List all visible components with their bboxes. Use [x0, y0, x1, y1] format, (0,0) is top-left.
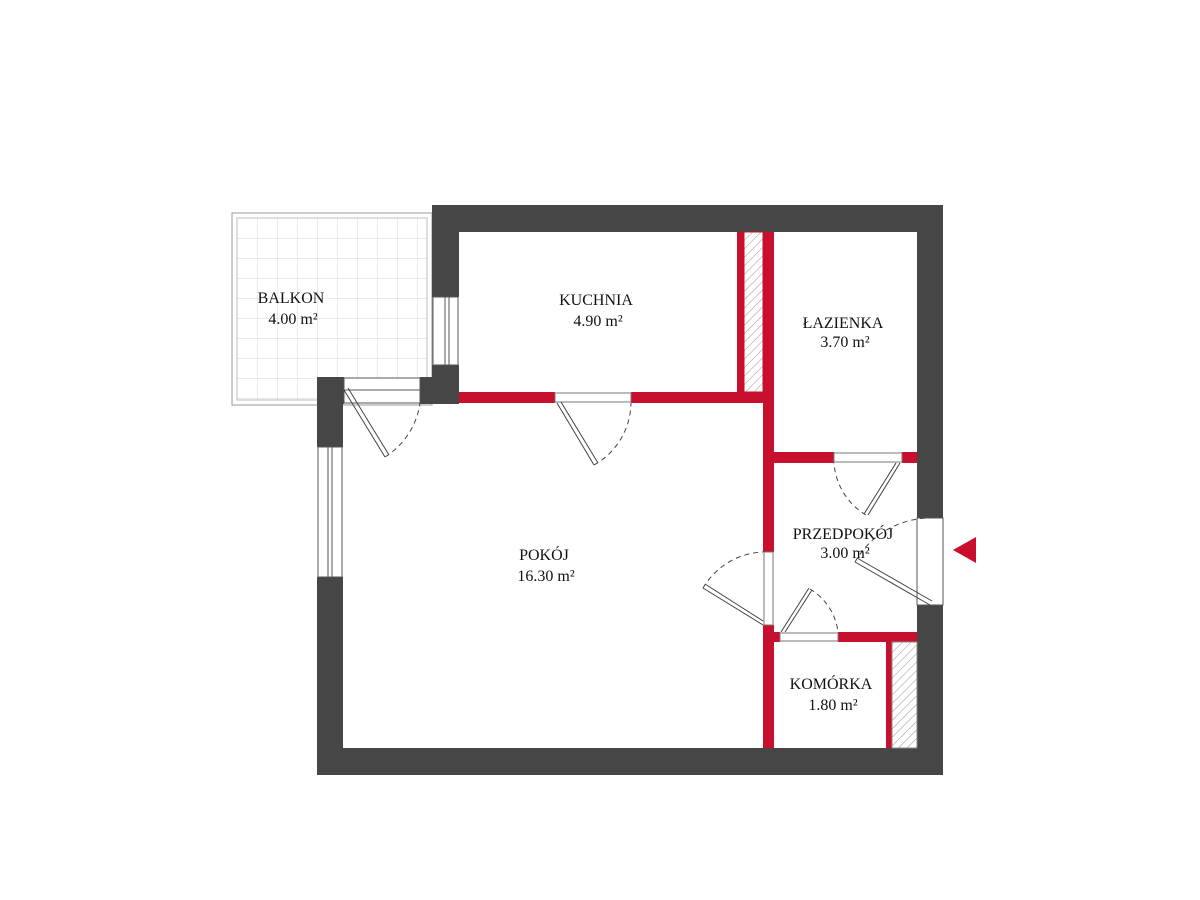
room-area: 3.70 m² — [820, 334, 869, 351]
room-area: 3.00 m² — [820, 545, 869, 562]
room-label-kuchnia: KUCHNIA 4.90 m² — [559, 292, 637, 330]
door-pokoj — [702, 551, 764, 626]
door-entrance — [854, 517, 933, 606]
wall-bottom — [317, 748, 943, 775]
room-name: KOMÓRKA — [790, 674, 873, 693]
installation-shafts — [743, 231, 918, 749]
room-label-komorka: KOMÓRKA 1.80 m² — [790, 674, 877, 714]
room-label-balkon: BALKON 4.00 m² — [258, 290, 329, 328]
room-name: PRZEDPOKÓJ — [793, 524, 893, 543]
room-label-lazienka: ŁAZIENKA 3.70 m² — [803, 315, 888, 351]
shaft-kitchen-border — [737, 232, 744, 392]
door-bathroom — [833, 462, 901, 516]
wall-bath-bottom-left — [774, 452, 834, 463]
entrance-arrow-icon — [953, 537, 976, 563]
door-storage — [780, 587, 839, 633]
room-area: 4.00 m² — [268, 311, 317, 328]
wall-hall-bottom-left — [774, 632, 780, 642]
door-balcony — [343, 387, 421, 458]
room-area: 4.90 m² — [573, 313, 622, 330]
room-name: BALKON — [258, 290, 325, 307]
room-labels: BALKON 4.00 m² KUCHNIA 4.90 m² ŁAZIENKA … — [258, 290, 897, 714]
window-pokoj — [317, 446, 343, 578]
wall-kitchen-bottom-right — [631, 392, 773, 403]
room-label-pokoj: POKÓJ 16.30 m² — [517, 545, 574, 585]
wall-storage-right — [886, 642, 892, 748]
entrance-door-frame — [916, 517, 944, 606]
wall-right-lower — [917, 605, 943, 775]
outer-walls — [317, 205, 943, 775]
room-name: POKÓJ — [519, 545, 569, 564]
wall-hall-left-lower — [763, 625, 774, 748]
door-kitchen — [556, 401, 632, 466]
wall-bath-bottom-right — [902, 452, 917, 463]
inner-walls — [459, 232, 917, 748]
wall-left-lower — [317, 577, 343, 775]
wall-hall-bottom-right — [838, 632, 917, 642]
room-label-przedpokoj: PRZEDPOKÓJ 3.00 m² — [793, 524, 897, 562]
wall-kitchen-left-top — [432, 205, 459, 297]
wall-left-top — [317, 377, 344, 404]
shaft-kitchen — [743, 231, 764, 393]
door-frame-storage — [779, 632, 839, 642]
windows — [317, 296, 459, 578]
shaft-storage — [891, 641, 918, 749]
door-frames — [554, 392, 903, 642]
wall-balcony-corner — [420, 377, 459, 404]
door-swings — [343, 387, 933, 633]
wall-kitchen-bottom-left — [459, 392, 555, 403]
wall-right-upper — [917, 205, 943, 518]
room-name: KUCHNIA — [559, 292, 633, 309]
balcony — [231, 212, 433, 406]
balcony-door-frame — [343, 377, 421, 404]
wall-top — [432, 205, 943, 232]
room-area: 16.30 m² — [517, 568, 574, 585]
door-frame-pokoj — [763, 551, 774, 626]
room-name: ŁAZIENKA — [803, 315, 884, 332]
wall-bath-left — [763, 232, 774, 552]
window-kitchen — [432, 296, 459, 366]
room-area: 1.80 m² — [808, 697, 857, 714]
door-frame-kitchen — [554, 392, 632, 403]
door-frame-bathroom — [833, 452, 903, 463]
